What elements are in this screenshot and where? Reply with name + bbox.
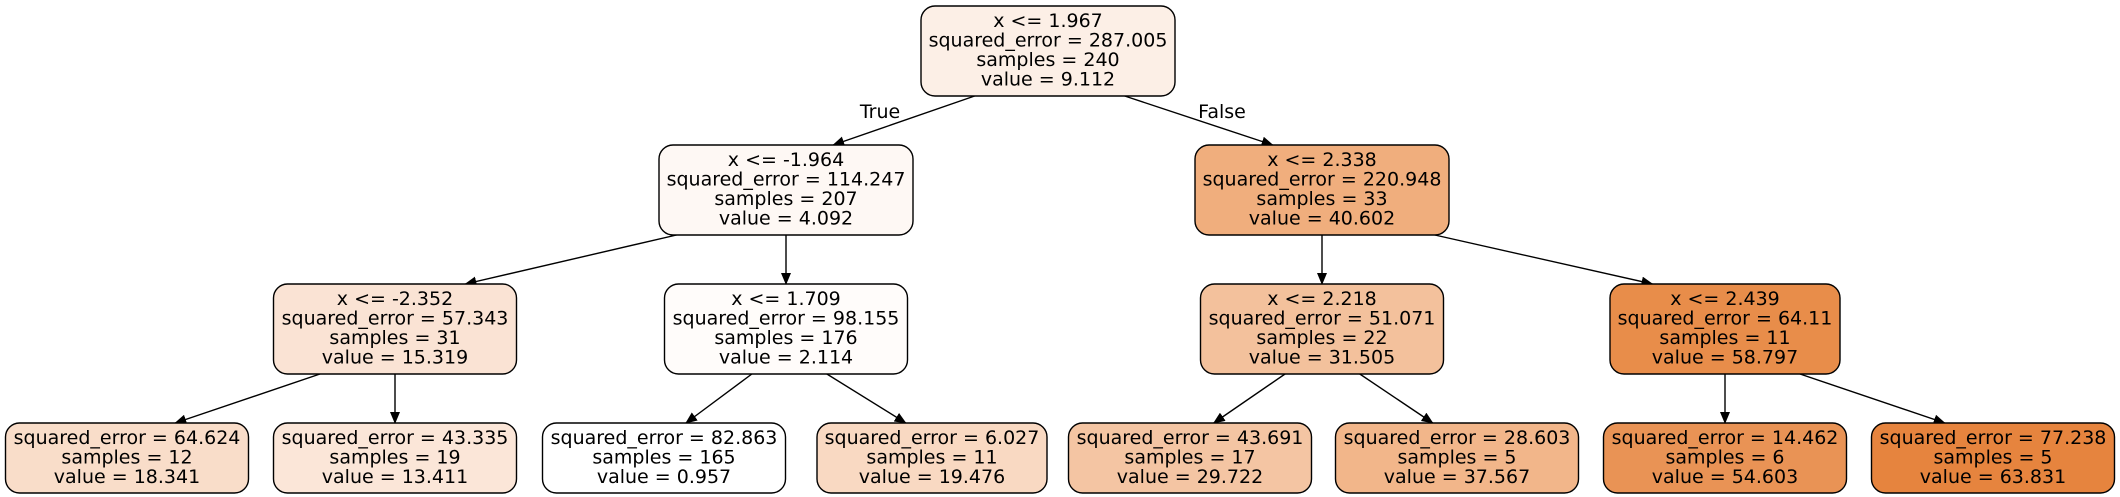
tree-node-box bbox=[1334, 422, 1580, 494]
tree-node-box bbox=[1870, 422, 2116, 494]
tree-node-line: samples = 240 bbox=[976, 49, 1119, 71]
tree-node-line: value = 4.092 bbox=[719, 208, 853, 230]
tree-node-line: samples = 31 bbox=[329, 327, 460, 349]
tree-edge-n4-n9 bbox=[685, 373, 753, 424]
tree-edge-n6-n14 bbox=[1799, 373, 1946, 425]
tree-node-line: value = 31.505 bbox=[1249, 347, 1395, 369]
tree-node-line: squared_error = 28.603 bbox=[1344, 427, 1571, 449]
tree-node-line: x <= -1.964 bbox=[728, 149, 844, 171]
tree-node-line: squared_error = 82.863 bbox=[551, 427, 778, 449]
tree-node-line: value = 2.114 bbox=[719, 347, 853, 369]
tree-node-line: samples = 17 bbox=[1124, 446, 1255, 468]
tree-node-box bbox=[816, 422, 1048, 494]
tree-node-line: x <= 2.338 bbox=[1267, 149, 1377, 171]
tree-node-line: samples = 19 bbox=[329, 446, 460, 468]
tree-node-box bbox=[1602, 422, 1848, 494]
tree-node-line: x <= -2.352 bbox=[337, 288, 453, 310]
tree-node-line: samples = 22 bbox=[1256, 327, 1387, 349]
tree-node-line: squared_error = 43.335 bbox=[282, 427, 509, 449]
tree-node-line: samples = 176 bbox=[714, 327, 857, 349]
tree-node-line: value = 15.319 bbox=[322, 347, 468, 369]
tree-node-line: samples = 165 bbox=[592, 446, 735, 468]
tree-node-box bbox=[272, 422, 518, 494]
tree-node-line: value = 63.831 bbox=[1920, 466, 2066, 488]
tree-node-line: value = 18.341 bbox=[54, 466, 200, 488]
tree-edge-n2-n6 bbox=[1434, 234, 1654, 287]
tree-node-box bbox=[1199, 283, 1445, 375]
tree-node-line: x <= 2.439 bbox=[1670, 288, 1780, 310]
true-edge-label: True bbox=[859, 101, 900, 123]
tree-edge-n4-n10 bbox=[826, 373, 907, 424]
tree-node-line: samples = 11 bbox=[866, 446, 997, 468]
tree-node-box bbox=[1067, 422, 1313, 494]
tree-node-box bbox=[541, 422, 787, 494]
tree-node-line: squared_error = 77.238 bbox=[1880, 427, 2107, 449]
tree-node-line: squared_error = 98.155 bbox=[673, 308, 900, 330]
tree-edge-n1-n3 bbox=[464, 234, 677, 287]
tree-node-box bbox=[1194, 144, 1450, 236]
tree-node-line: squared_error = 6.027 bbox=[825, 427, 1040, 449]
tree-node-line: samples = 11 bbox=[1659, 327, 1790, 349]
tree-node-line: squared_error = 57.343 bbox=[282, 308, 509, 330]
tree-edge-n5-n12 bbox=[1359, 373, 1434, 424]
tree-node-box bbox=[4, 422, 250, 494]
tree-node-line: squared_error = 220.948 bbox=[1203, 169, 1442, 191]
tree-node-line: samples = 207 bbox=[714, 188, 857, 210]
tree-node-line: squared_error = 64.11 bbox=[1618, 308, 1833, 330]
tree-node-line: value = 13.411 bbox=[322, 466, 468, 488]
tree-node-line: samples = 6 bbox=[1665, 446, 1784, 468]
tree-node-line: samples = 12 bbox=[61, 446, 192, 468]
tree-node-line: squared_error = 287.005 bbox=[929, 30, 1168, 52]
tree-edge-root-n2 bbox=[1124, 95, 1274, 147]
tree-node-line: squared_error = 43.691 bbox=[1077, 427, 1304, 449]
tree-node-line: squared_error = 51.071 bbox=[1209, 308, 1436, 330]
tree-node-box bbox=[272, 283, 518, 375]
tree-node-box bbox=[1609, 283, 1841, 375]
tree-node-line: squared_error = 114.247 bbox=[667, 169, 906, 191]
tree-node-line: value = 0.957 bbox=[597, 466, 731, 488]
tree-node-line: value = 29.722 bbox=[1117, 466, 1263, 488]
tree-edge-root-n1 bbox=[832, 95, 975, 147]
tree-node-line: x <= 1.967 bbox=[993, 10, 1103, 32]
tree-edge-n5-n11 bbox=[1212, 373, 1286, 424]
tree-edges bbox=[174, 95, 1946, 425]
tree-node-box bbox=[663, 283, 909, 375]
tree-node-line: x <= 1.709 bbox=[731, 288, 841, 310]
tree-edge-n3-n7 bbox=[174, 373, 321, 425]
tree-node-line: samples = 5 bbox=[1933, 446, 2052, 468]
tree-node-line: squared_error = 64.624 bbox=[14, 427, 241, 449]
tree-node-line: samples = 33 bbox=[1256, 188, 1387, 210]
tree-node-line: value = 54.603 bbox=[1652, 466, 1798, 488]
tree-node-line: value = 40.602 bbox=[1249, 208, 1395, 230]
tree-node-box bbox=[658, 144, 914, 236]
tree-node-box bbox=[920, 5, 1176, 97]
false-edge-label: False bbox=[1198, 101, 1246, 123]
tree-node-line: samples = 5 bbox=[1397, 446, 1516, 468]
tree-node-line: value = 58.797 bbox=[1652, 347, 1798, 369]
tree-node-line: x <= 2.218 bbox=[1267, 288, 1377, 310]
tree-node-line: value = 37.567 bbox=[1384, 466, 1530, 488]
tree-node-line: value = 19.476 bbox=[859, 466, 1005, 488]
tree-node-line: value = 9.112 bbox=[981, 69, 1115, 91]
tree-node-line: squared_error = 14.462 bbox=[1612, 427, 1839, 449]
